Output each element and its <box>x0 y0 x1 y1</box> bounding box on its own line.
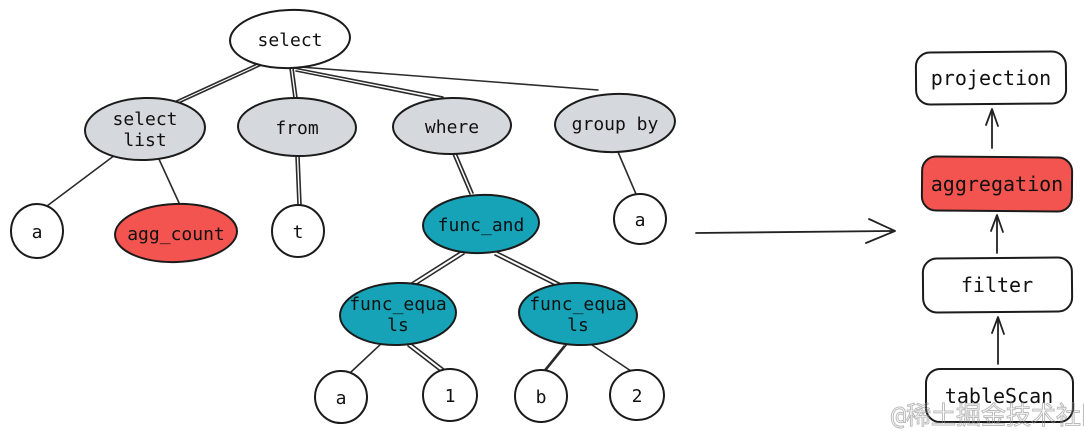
where-ellipse <box>392 96 512 156</box>
plan-arrow-tablescan-to-filter <box>991 316 1005 365</box>
edge-select-list-to-a <box>46 151 120 207</box>
ast-node-column-a: a <box>9 203 65 259</box>
up-arrow-head <box>990 214 1004 233</box>
select-list-label-line2: list <box>123 130 166 151</box>
agg-count-ellipse <box>114 202 238 264</box>
transform-arrow-head <box>865 218 896 244</box>
ast-node-select: select <box>229 8 351 70</box>
watermark: @稀土掘金技术社区 <box>891 401 1084 430</box>
ast-node-leaf-b: b <box>514 369 568 423</box>
filter-box <box>921 256 1074 314</box>
query-plan: projection aggregation filter <box>914 50 1074 423</box>
filter-label: filter <box>961 273 1033 297</box>
edge-select-list-to-agg-count <box>157 156 181 206</box>
ast-node-group-by: group by <box>554 92 676 154</box>
edge-from-to-t <box>295 155 302 206</box>
leaf-2-circle <box>609 368 665 422</box>
from-ellipse <box>237 96 357 158</box>
leaf-2-label: 2 <box>632 386 643 407</box>
group-by-label: group by <box>572 114 659 135</box>
select-ellipse <box>229 8 351 70</box>
up-arrow-head <box>985 108 999 127</box>
edge-select-to-where <box>293 67 444 101</box>
ast-node-func-equals-right: func_equa ls <box>518 281 638 347</box>
ast-node-table-t: t <box>271 204 325 258</box>
ast-node-group-col-a: a <box>613 192 667 246</box>
edge-eq-left-to-a <box>350 341 384 373</box>
ast-node-func-equals-left: func_equa ls <box>339 281 457 347</box>
column-a-circle <box>9 203 65 259</box>
leaf-b-label: b <box>536 387 547 408</box>
edge-func-and-to-eq-left <box>409 250 465 288</box>
aggregation-box <box>920 155 1074 213</box>
up-arrow-head <box>991 316 1005 335</box>
plan-step-filter: filter <box>921 256 1074 314</box>
plan-arrow-aggregation-to-projection <box>985 108 999 149</box>
func-and-label: func_and <box>438 215 525 236</box>
func-equals-right-label-line2: ls <box>567 315 589 336</box>
edge-func-and-to-eq-right <box>494 251 562 288</box>
group-col-a-circle <box>613 192 667 246</box>
from-label: from <box>275 118 318 139</box>
func-equals-right-ellipse <box>518 281 638 347</box>
group-by-ellipse <box>554 92 676 154</box>
plan-arrow-filter-to-aggregation <box>990 214 1004 254</box>
plan-step-tablescan: tableScan <box>925 368 1074 423</box>
func-and-ellipse <box>422 193 540 255</box>
where-label: where <box>425 117 479 138</box>
edge-where-to-func-and <box>452 152 474 195</box>
table-t-circle <box>271 204 325 258</box>
projection-label: projection <box>931 66 1051 90</box>
edge-group-by-to-a <box>617 151 637 195</box>
plan-step-aggregation: aggregation <box>920 155 1074 213</box>
edge-eq-left-to-1 <box>407 342 446 374</box>
group-col-a-label: a <box>635 210 646 231</box>
leaf-b-circle <box>514 369 568 423</box>
projection-box <box>914 50 1068 106</box>
select-label: select <box>257 30 322 51</box>
ast-node-agg-count: agg_count <box>114 202 238 264</box>
leaf-1-circle <box>422 367 478 423</box>
select-list-label-line1: select <box>112 109 177 130</box>
edge-eq-right-to-2 <box>591 344 632 372</box>
column-a-label: a <box>32 222 43 243</box>
aggregation-label: aggregation <box>931 172 1063 196</box>
func-equals-right-label-line1: func_equa <box>529 294 627 315</box>
func-equals-left-label-line1: func_equa <box>349 294 447 315</box>
table-t-label: t <box>293 222 304 243</box>
leaf-a-circle <box>314 370 368 424</box>
transform-arrow-shaft <box>695 230 894 234</box>
ast-nodes: select select list from where group by <box>9 8 676 424</box>
plan-step-projection: projection <box>914 50 1068 106</box>
ast-node-leaf-1: 1 <box>422 367 478 423</box>
edge-select-to-select-list <box>169 59 269 107</box>
edge-eq-right-to-b <box>542 343 568 373</box>
leaf-a-label: a <box>336 388 347 409</box>
edge-select-to-from <box>289 67 298 99</box>
ast-node-where: where <box>392 96 512 156</box>
func-equals-left-label-line2: ls <box>387 315 409 336</box>
agg-count-label: agg_count <box>127 224 225 245</box>
select-list-ellipse <box>84 96 206 162</box>
ast-node-leaf-a: a <box>314 370 368 424</box>
leaf-1-label: 1 <box>445 386 456 407</box>
func-equals-left-ellipse <box>339 281 457 347</box>
tablescan-box <box>925 368 1074 423</box>
edge-select-to-group-by <box>299 66 599 91</box>
tablescan-label: tableScan <box>945 384 1053 408</box>
transform-arrow <box>695 218 896 244</box>
ast-node-func-and: func_and <box>422 193 540 255</box>
ast-node-leaf-2: 2 <box>609 368 665 422</box>
ast-node-select-list: select list <box>84 96 206 162</box>
ast-edges <box>46 59 637 374</box>
ast-node-from: from <box>237 96 357 158</box>
